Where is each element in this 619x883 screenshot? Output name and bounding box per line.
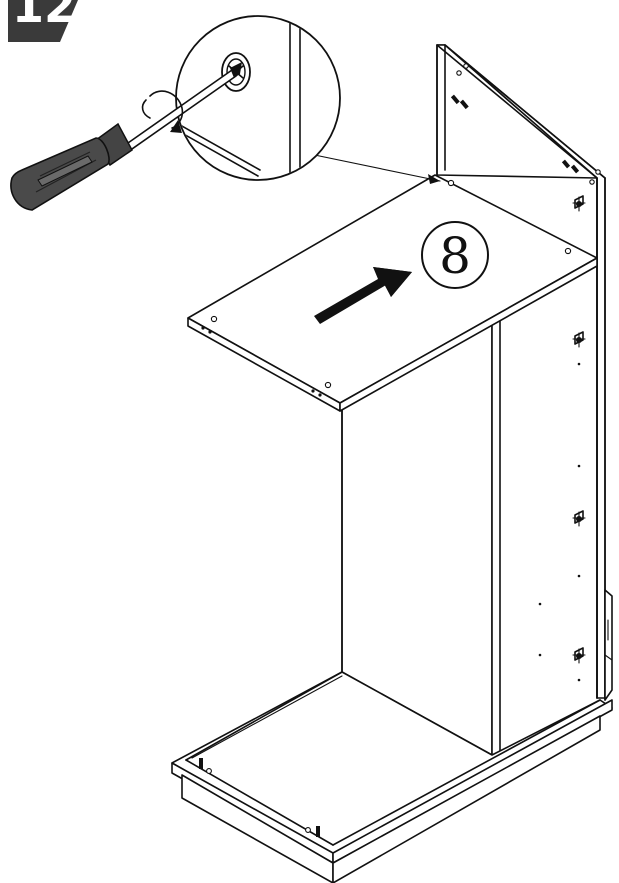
step-badge: 12 bbox=[8, 0, 78, 42]
screwdriver-icon bbox=[10, 62, 242, 211]
cabinet-assembly: 8 bbox=[171, 44, 613, 883]
dowel-pair-mid bbox=[561, 159, 580, 174]
hinge-plate-2 bbox=[572, 331, 586, 348]
rotate-clockwise-icon bbox=[141, 90, 184, 133]
leader-arrowhead bbox=[428, 174, 440, 184]
dowel-pair-top bbox=[450, 94, 469, 110]
insert-direction-arrow bbox=[314, 267, 412, 324]
bottom-dowel-right bbox=[305, 826, 320, 837]
hinge-plate-3 bbox=[572, 510, 586, 527]
detail-callout bbox=[10, 15, 441, 211]
bottom-dowel-left bbox=[199, 758, 212, 774]
hinge-plate-4 bbox=[572, 647, 586, 664]
part-label-8: 8 bbox=[421, 221, 489, 289]
hinge-plate-1 bbox=[572, 195, 586, 212]
step-badge-background bbox=[8, 0, 78, 42]
side-fitting bbox=[604, 589, 613, 701]
bottom-panel bbox=[171, 671, 613, 883]
part-number: 8 bbox=[439, 227, 471, 285]
step-number: 12 bbox=[12, 0, 76, 33]
